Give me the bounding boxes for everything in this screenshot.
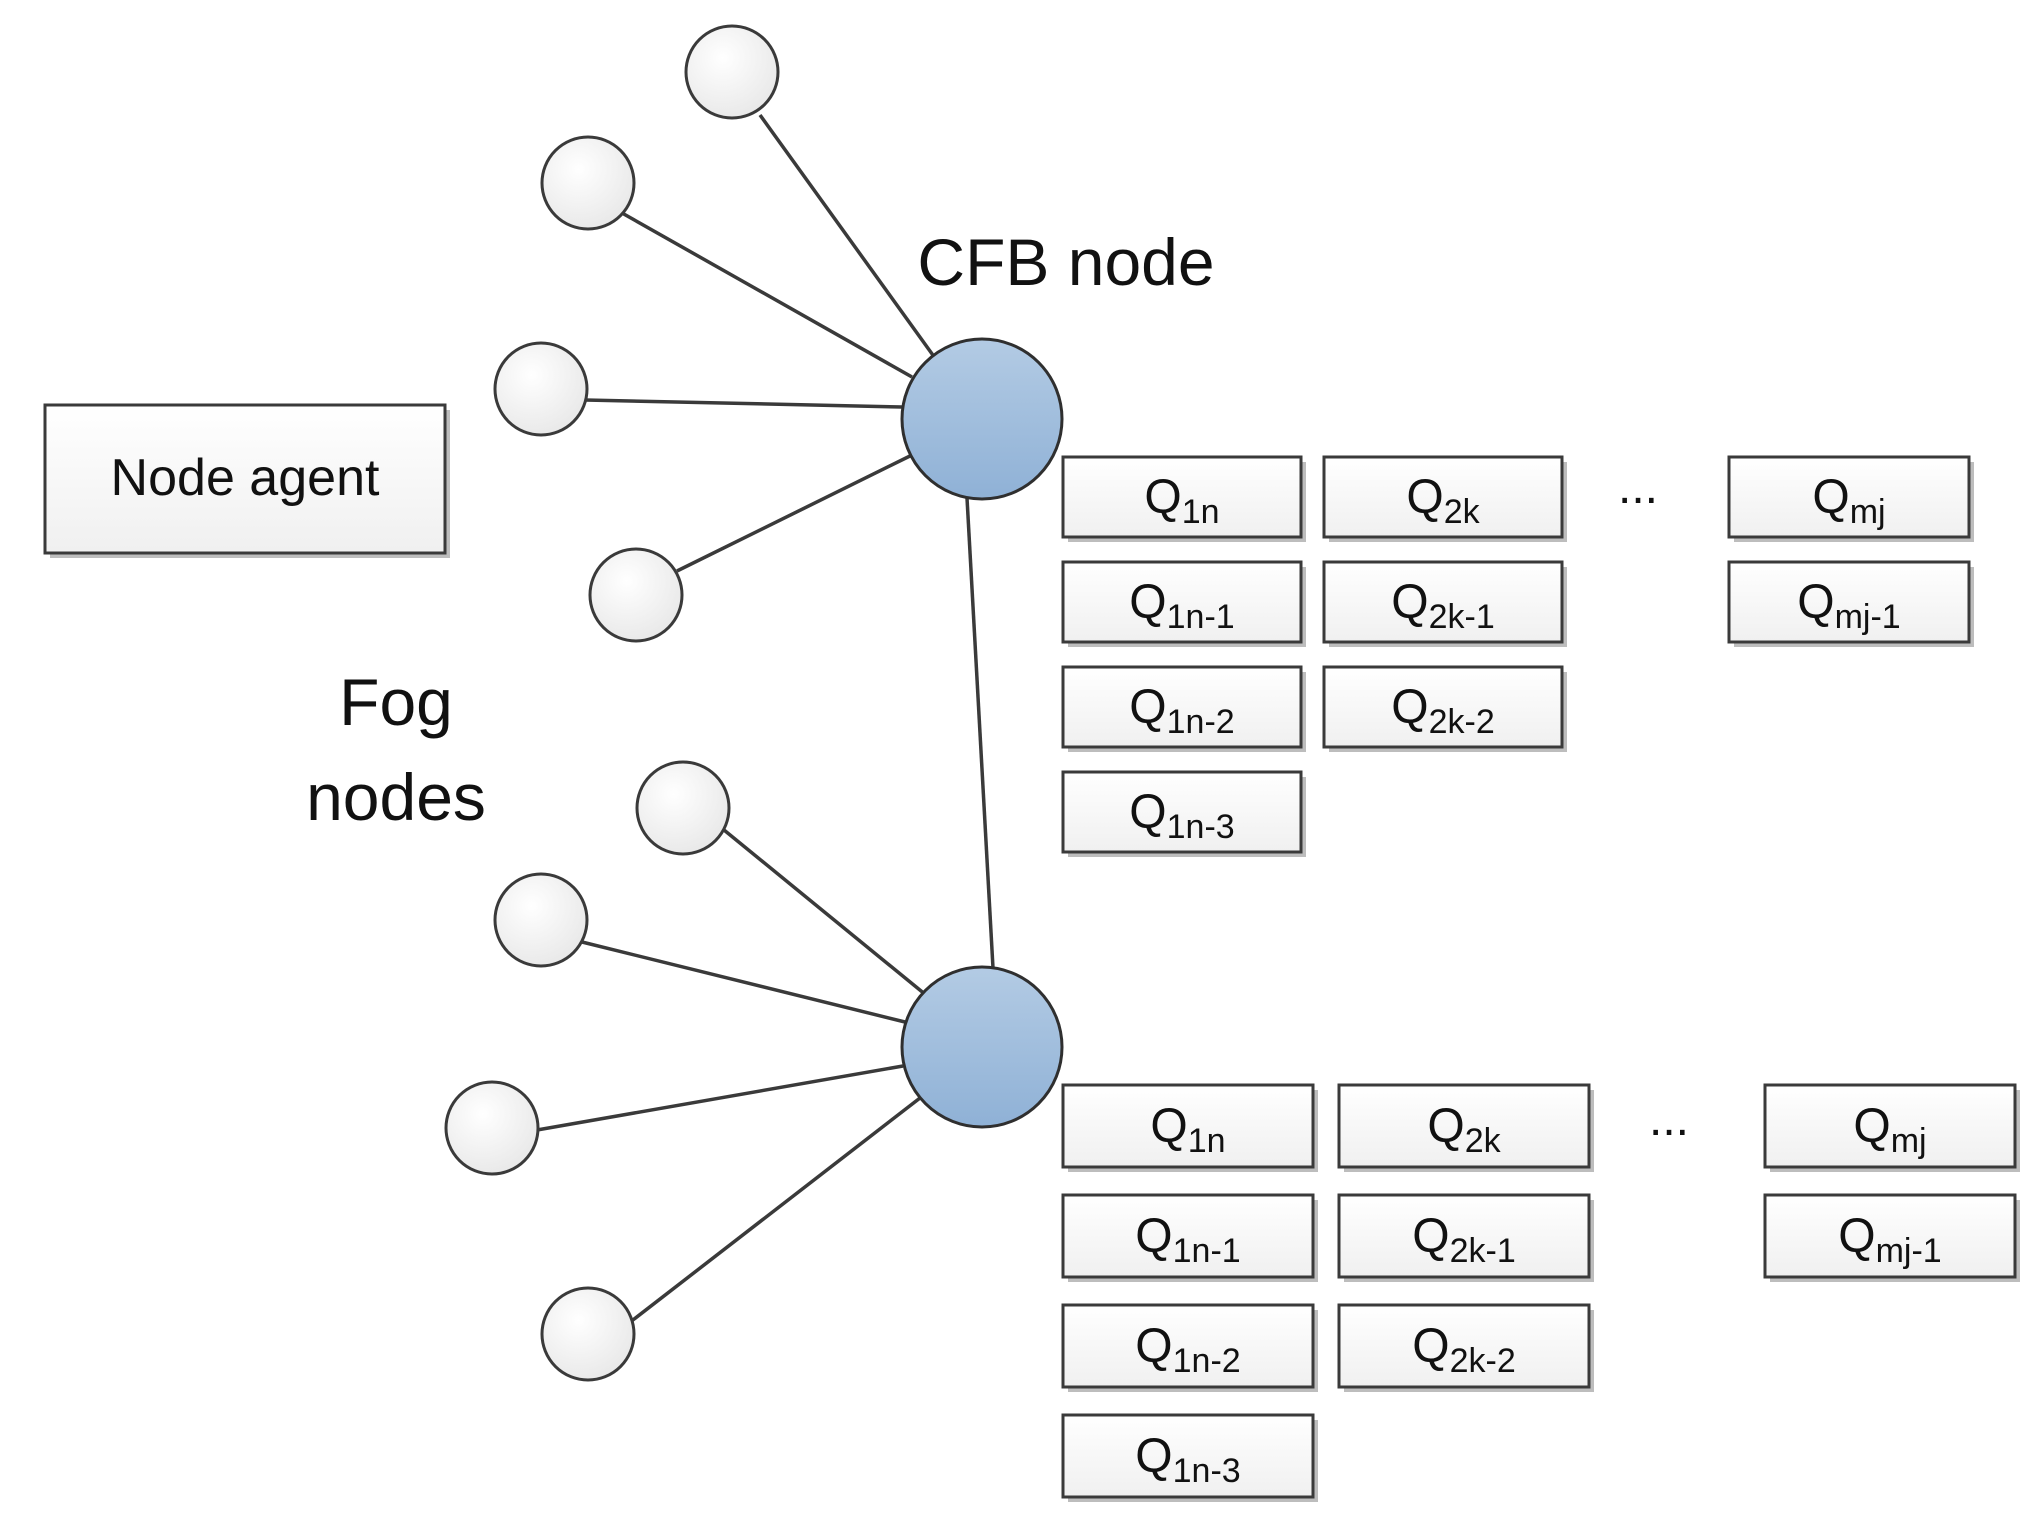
- queue-label: Qmj-1: [1838, 1210, 1941, 1270]
- queue-label: Qmj-1: [1797, 576, 1900, 636]
- queue-label: Qmj: [1812, 471, 1885, 531]
- queue-box: Q2k: [1337, 1083, 1594, 1172]
- edge: [722, 828, 928, 997]
- fog-node: [635, 760, 731, 856]
- queue-label: Q1n-2: [1129, 681, 1234, 741]
- edge: [627, 1096, 922, 1325]
- queue-label: Q1n: [1150, 1100, 1225, 1160]
- fog-nodes-label-line2: nodes: [306, 760, 486, 834]
- edge: [621, 211, 913, 379]
- queue-box: Q1n: [1061, 1083, 1318, 1172]
- fog-node: [588, 547, 684, 643]
- fog-node: [493, 872, 589, 968]
- cfb-node-lower: [900, 965, 1064, 1129]
- ellipsis-upper: ...: [1618, 461, 1658, 514]
- queue-label: Q2k-1: [1412, 1210, 1515, 1270]
- queue-box: Q1n-2: [1061, 665, 1306, 752]
- queue-label: Q1n-2: [1135, 1320, 1240, 1380]
- node-agent-label: Node agent: [111, 449, 380, 507]
- edge: [584, 398, 903, 409]
- queue-box: Qmj-1: [1727, 560, 1974, 647]
- edge-cfb-trunk: [965, 497, 995, 969]
- queue-box: Qmj-1: [1763, 1193, 2020, 1282]
- queue-box: Q1n-3: [1061, 770, 1306, 857]
- queue-label: Qmj: [1853, 1100, 1926, 1160]
- queue-label: Q1n-1: [1135, 1210, 1240, 1270]
- queue-label: Q1n-1: [1129, 576, 1234, 636]
- queue-box: Qmj: [1763, 1083, 2020, 1172]
- ellipsis-lower: ...: [1649, 1093, 1689, 1146]
- queue-label: Q2k-2: [1412, 1320, 1515, 1380]
- node-agent-box: Node agent: [43, 403, 450, 558]
- fog-node: [684, 24, 780, 120]
- queue-box: Q2k-1: [1322, 560, 1567, 647]
- fog-nodes-lower: [444, 760, 731, 1382]
- queue-label: Q2k: [1406, 471, 1480, 531]
- queue-box: Q2k: [1322, 455, 1567, 542]
- edge: [536, 1064, 904, 1132]
- queue-box: Q1n-1: [1061, 1193, 1318, 1282]
- queue-box: Qmj: [1727, 455, 1974, 542]
- edge: [581, 940, 906, 1024]
- edge: [758, 113, 937, 360]
- queue-label: Q1n: [1144, 471, 1219, 531]
- fog-node: [493, 341, 589, 437]
- cfb-node-upper: [900, 337, 1064, 501]
- queue-box: Q1n-2: [1061, 1303, 1318, 1392]
- queue-box: Q2k-1: [1337, 1193, 1594, 1282]
- lower-cluster-edges: [536, 828, 928, 1325]
- fog-nodes-upper: [493, 24, 780, 643]
- queue-box: Q2k-2: [1337, 1303, 1594, 1392]
- queue-box: Q1n-1: [1061, 560, 1306, 647]
- fog-node: [540, 135, 636, 231]
- fog-node: [444, 1080, 540, 1176]
- queue-box: Q2k-2: [1322, 665, 1567, 752]
- edge: [676, 453, 913, 573]
- upper-cluster-edges: [584, 113, 937, 573]
- queue-box: Q1n-3: [1061, 1413, 1318, 1502]
- queue-box: Q1n: [1061, 455, 1306, 542]
- fog-node: [540, 1286, 636, 1382]
- queue-label: Q1n-3: [1129, 786, 1234, 846]
- cfb-node-label: CFB node: [917, 225, 1214, 299]
- queue-label: Q2k-2: [1391, 681, 1494, 741]
- queue-label: Q1n-3: [1135, 1430, 1240, 1490]
- queue-label: Q2k: [1427, 1100, 1501, 1160]
- fog-nodes-label-line1: Fog: [339, 665, 453, 739]
- queue-label: Q2k-1: [1391, 576, 1494, 636]
